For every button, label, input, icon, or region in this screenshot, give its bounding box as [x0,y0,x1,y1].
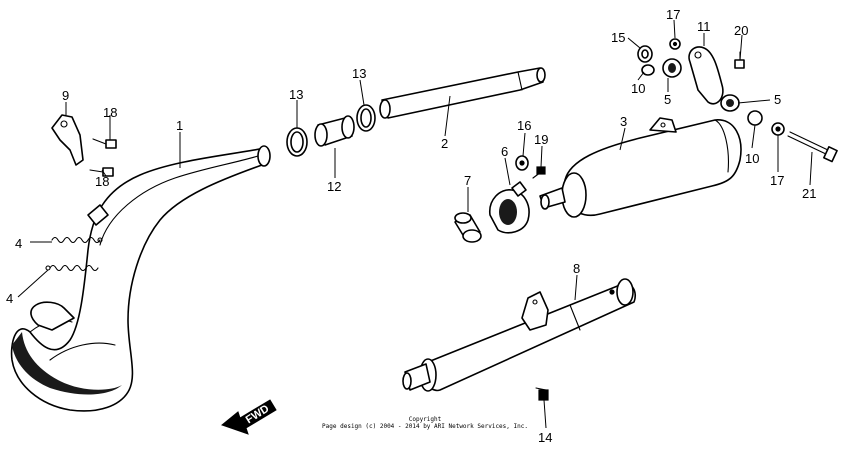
long-bolt-part[interactable] [787,131,838,163]
copyright-notice: Copyright Page design (c) 2004 - 2014 by… [322,416,528,430]
bracket-part[interactable] [51,114,84,166]
nut-part[interactable] [637,45,653,63]
copyright-line-2: Page design (c) 2004 - 2014 by ARI Netwo… [322,423,528,430]
callout-8: 8 [573,261,580,276]
callout-5: 5 [774,92,781,107]
callout-10: 10 [631,81,645,96]
fwd-arrow-icon: FWD [220,399,277,435]
washer-part[interactable] [669,38,681,50]
bolt-part[interactable] [535,387,549,401]
screw-part[interactable] [532,166,546,179]
leader-lines [17,19,813,429]
callout-15: 15 [611,30,625,45]
callout-12: 12 [327,179,341,194]
bolt-part[interactable] [92,138,117,149]
callout-6: 6 [501,144,508,159]
callout-18: 18 [103,105,117,120]
washer-part[interactable] [515,155,529,171]
bolt-part[interactable] [734,51,745,69]
washer-part[interactable] [771,122,785,136]
callout-17: 17 [666,7,680,22]
collar-part[interactable] [454,212,482,243]
callout-2: 2 [441,136,448,151]
silencer-assembly-part[interactable] [402,278,636,392]
callout-17: 17 [770,173,784,188]
callout-5: 5 [664,92,671,107]
callout-13: 13 [352,66,366,81]
callout-7: 7 [464,173,471,188]
callout-20: 20 [734,23,748,38]
callout-10: 10 [745,151,759,166]
callout-1: 1 [176,118,183,133]
callouts: 1 2 3 4 4 5 5 6 7 8 9 10 10 11 12 13 13 … [6,7,816,445]
callout-14: 14 [538,430,552,445]
tail-pipe-part[interactable] [379,67,546,119]
gasket-part[interactable] [286,127,308,157]
expansion-chamber-part[interactable] [10,145,271,412]
gasket-part[interactable] [356,104,376,132]
grommet-part[interactable] [720,94,740,112]
callout-9: 9 [62,88,69,103]
copyright-line-1: Copyright [409,416,442,423]
callout-16: 16 [517,118,531,133]
callout-19: 19 [534,132,548,147]
callout-21: 21 [802,186,816,201]
callout-4: 4 [15,236,22,251]
stay-bracket-part[interactable] [688,46,724,105]
callout-11: 11 [697,19,711,34]
callout-13: 13 [289,87,303,102]
joint-sleeve-part[interactable] [314,115,355,147]
callout-4: 4 [6,291,13,306]
clamp-part[interactable] [489,181,530,234]
callout-3: 3 [620,114,627,129]
callout-18: 18 [95,174,109,189]
cushion-part[interactable] [747,110,763,126]
silencer-part[interactable] [539,117,742,218]
cushion-part[interactable] [641,64,655,76]
grommet-part[interactable] [662,58,682,78]
